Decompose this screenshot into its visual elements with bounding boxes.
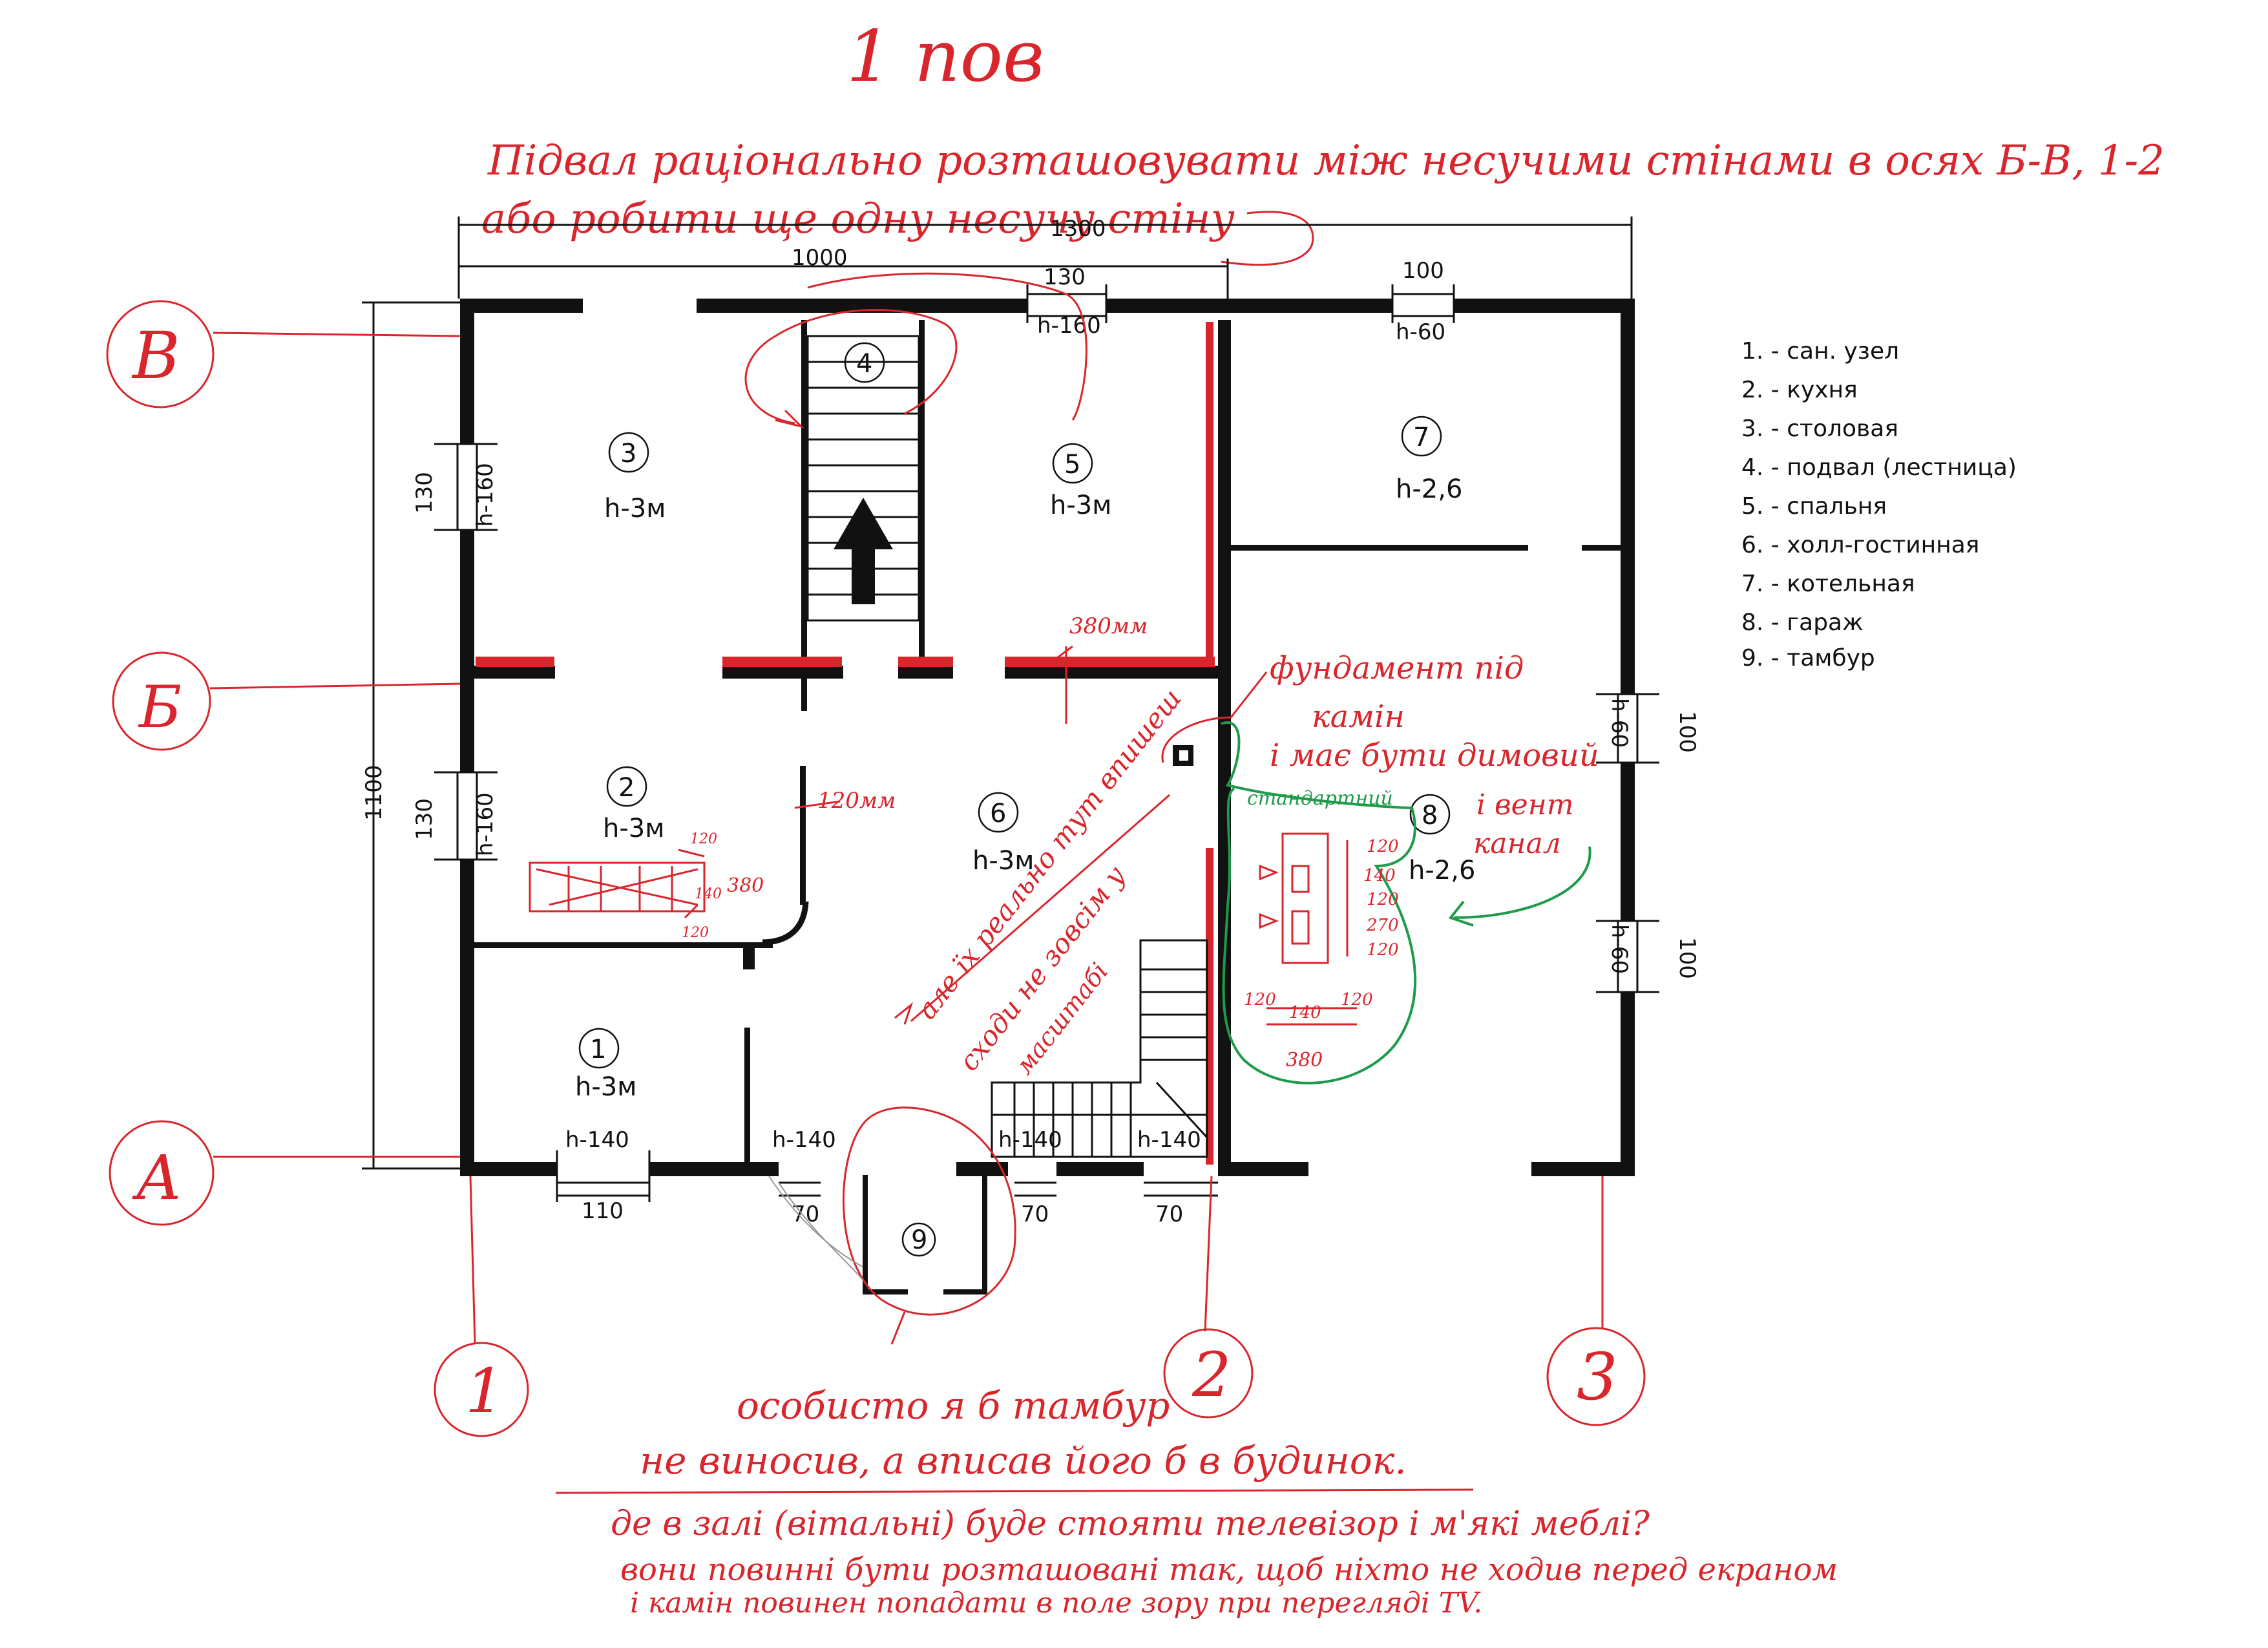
note-chimney-3: канал bbox=[1473, 827, 1561, 860]
room-height-7: h-2,6 bbox=[1396, 474, 1462, 504]
legend-item-5: 5. - спальня bbox=[1741, 493, 1887, 520]
note-bracket bbox=[1221, 211, 1314, 266]
axis-label-A: А bbox=[132, 1143, 182, 1214]
note-basement-line1: Підвал раціонально розташовувати між нес… bbox=[487, 137, 2165, 185]
fp-dim-140: 140 bbox=[1363, 866, 1396, 885]
stair-up-arrow-icon bbox=[834, 498, 893, 604]
axis-label-2: 2 bbox=[1192, 1340, 1231, 1411]
room-number-3: 3 bbox=[620, 439, 636, 469]
room-number-8: 8 bbox=[1422, 801, 1438, 830]
legend-item-3: 3. - столовая bbox=[1741, 416, 1898, 442]
fp-dim-b140: 140 bbox=[1289, 1003, 1321, 1022]
dim-window-h160-top: h-160 bbox=[1037, 313, 1101, 339]
kitchen-dim-120b: 120 bbox=[682, 925, 709, 941]
legend-item-7: 7. - котельная bbox=[1741, 571, 1915, 597]
axis-label-3: 3 bbox=[1577, 1339, 1618, 1415]
dim-door-h140-b: h-140 bbox=[772, 1127, 836, 1153]
dim-window-100-right2: 100 bbox=[1674, 937, 1700, 979]
legend-item-9: 9. - тамбур bbox=[1741, 645, 1875, 671]
note-tambour-1: особисто я б тамбур bbox=[737, 1384, 1170, 1428]
room-number-4: 4 bbox=[856, 349, 872, 379]
note-tv-3: і камін повинен попадати в поле зору при… bbox=[630, 1587, 1482, 1620]
dim-overall-1300: 1300 bbox=[1050, 216, 1106, 242]
dim-door-h140-c: h-140 bbox=[998, 1127, 1062, 1153]
note-foundation-2: камін bbox=[1312, 699, 1405, 735]
room-height-1: h-3м bbox=[575, 1072, 636, 1102]
fp-dim-b120b: 120 bbox=[1341, 990, 1373, 1009]
kitchen-dim-120a: 120 bbox=[690, 831, 717, 847]
room-height-2: h-3м bbox=[603, 814, 664, 843]
note-chimney-2: і вент bbox=[1476, 788, 1573, 821]
room-labels: 1 h-3м 2 h-3м 3 h-3м 4 5 h-3м 6 h-3м 7 h… bbox=[575, 342, 1475, 1257]
dim-window-130-top: 130 bbox=[1044, 264, 1086, 290]
fp-dim-120b: 120 bbox=[1367, 890, 1399, 909]
axis-label-1: 1 bbox=[465, 1356, 504, 1427]
fp-dim-120c: 120 bbox=[1367, 940, 1399, 960]
dimension-lines bbox=[362, 217, 1633, 1170]
dim-window-h60-top: h-60 bbox=[1396, 319, 1445, 345]
note-tv-2: вони повинні бути розташовані так, щоб н… bbox=[620, 1552, 1838, 1588]
dim-window-h160-left2: h-160 bbox=[472, 792, 498, 856]
room-number-1: 1 bbox=[590, 1035, 606, 1064]
green-fireplace-sketch bbox=[1221, 721, 1591, 1084]
axis-label-V: В bbox=[131, 318, 180, 394]
room-height-5: h-3м bbox=[1050, 491, 1111, 520]
dim-window-h60-right2: h-60 bbox=[1606, 924, 1632, 974]
legend-item-2: 2. - кухня bbox=[1741, 377, 1858, 403]
red-sketches bbox=[529, 272, 1474, 1494]
kitchen-dim-140: 140 bbox=[695, 886, 722, 902]
dim-window-h160-left1: h-160 bbox=[472, 463, 498, 527]
legend-item-8: 8. - гараж bbox=[1741, 609, 1864, 636]
dim-height-1100: 1100 bbox=[361, 765, 387, 821]
note-basement-line2: або робити ще одну несучу стіну bbox=[481, 195, 1235, 243]
door-swing-sketch bbox=[768, 1176, 863, 1280]
red-wall-highlights bbox=[476, 322, 1215, 1165]
dim-door-70-c: 70 bbox=[1021, 1201, 1049, 1227]
axis-markers bbox=[106, 300, 1646, 1437]
fp-dim-120a: 120 bbox=[1367, 837, 1399, 856]
room-height-6: h-3м bbox=[972, 846, 1034, 876]
legend-item-6: 6. - холл-гостинная bbox=[1741, 532, 1979, 558]
note-standard: стандартний bbox=[1247, 787, 1393, 810]
room-number-6: 6 bbox=[990, 799, 1006, 829]
dim-window-h140-d: h-140 bbox=[1137, 1127, 1201, 1153]
dim-left-1000: 1000 bbox=[792, 245, 848, 271]
note-tv-1: де в залі (вітальні) буде стояти телевіз… bbox=[611, 1505, 1650, 1543]
room-number-5: 5 bbox=[1064, 450, 1080, 480]
dim-window-h60-right1: h-60 bbox=[1606, 698, 1632, 748]
fireplace-plan-sketch bbox=[1259, 832, 1357, 1026]
dim-window-110: 110 bbox=[582, 1198, 624, 1224]
dim-door-70-d: 70 bbox=[1155, 1201, 1183, 1227]
windows bbox=[434, 284, 1659, 1202]
dim-window-130-left2: 130 bbox=[412, 798, 437, 840]
note-380mm: 380мм bbox=[1069, 613, 1148, 639]
dim-window-100-top: 100 bbox=[1402, 258, 1444, 284]
title-floor-1: 1 пов bbox=[846, 15, 1044, 98]
note-120mm: 120мм bbox=[817, 788, 896, 814]
note-tambour-2: не виносив, а вписав його б в будинок. bbox=[640, 1439, 1407, 1483]
note-chimney-1: і має бути димовий bbox=[1270, 737, 1599, 774]
fp-dim-b380: 380 bbox=[1286, 1049, 1323, 1072]
kitchen-dim-380: 380 bbox=[727, 874, 764, 897]
note-foundation-1: фундамент під bbox=[1270, 650, 1524, 686]
room-height-8: h-2,6 bbox=[1409, 856, 1475, 885]
legend: 1. - сан. узел 2. - кухня 3. - столовая … bbox=[1741, 338, 2017, 671]
legend-item-1: 1. - сан. узел bbox=[1741, 338, 1899, 364]
dim-window-h140-a: h-140 bbox=[565, 1127, 629, 1153]
l-stairs bbox=[991, 939, 1208, 1158]
dim-window-100-right1: 100 bbox=[1674, 711, 1700, 753]
room-height-3: h-3м bbox=[604, 494, 666, 523]
room-number-9: 9 bbox=[911, 1225, 927, 1255]
dim-window-130-left1: 130 bbox=[412, 472, 437, 514]
room-number-7: 7 bbox=[1413, 423, 1429, 452]
fp-dim-b120a: 120 bbox=[1244, 990, 1276, 1009]
room-number-2: 2 bbox=[618, 773, 635, 803]
walls bbox=[460, 299, 1635, 1294]
legend-item-4: 4. - подвал (лестница) bbox=[1741, 454, 2017, 481]
fp-dim-270: 270 bbox=[1366, 916, 1399, 935]
axis-label-B: Б bbox=[138, 673, 182, 741]
